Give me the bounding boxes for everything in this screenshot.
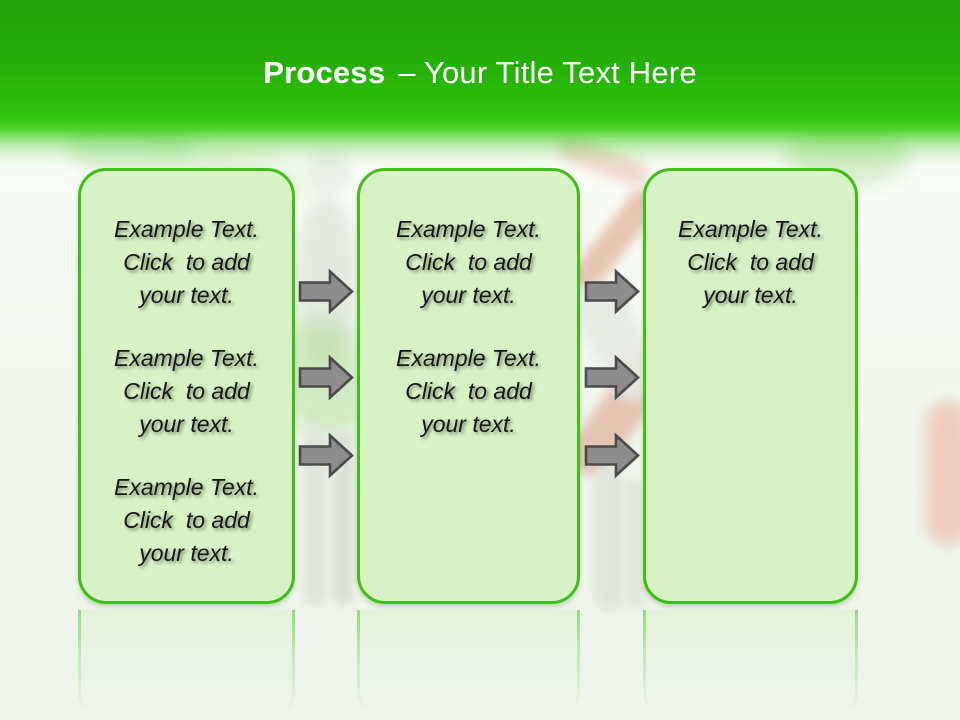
text-line: Example Text. [114, 345, 259, 371]
text-line: your text. [703, 282, 798, 308]
box-reflection [78, 610, 295, 720]
box-reflection [643, 610, 858, 720]
arrow-right-icon[interactable] [584, 268, 640, 315]
arrow-right-icon[interactable] [584, 432, 640, 479]
text-line: Example Text. [396, 216, 541, 242]
process-box-1[interactable]: Example Text. Click to add your text. Ex… [78, 168, 295, 604]
arrow-right-icon[interactable] [298, 432, 354, 479]
text-placeholder[interactable]: Example Text. Click to add your text. [93, 342, 280, 441]
text-line: Example Text. [114, 216, 259, 242]
process-box-2[interactable]: Example Text. Click to add your text. Ex… [357, 168, 580, 604]
text-placeholder[interactable]: Example Text. Click to add your text. [93, 213, 280, 312]
text-placeholder[interactable]: Example Text. Click to add your text. [372, 213, 565, 312]
arrow-right-icon[interactable] [298, 354, 354, 401]
text-line: your text. [139, 282, 234, 308]
arrow-right-icon[interactable] [584, 354, 640, 401]
text-line: your text. [421, 411, 516, 437]
arrow-right-icon[interactable] [298, 268, 354, 315]
text-line: Click to add [123, 378, 250, 404]
text-line: your text. [421, 282, 516, 308]
text-placeholder[interactable]: Example Text. Click to add your text. [93, 471, 280, 570]
text-line: Click to add [687, 249, 814, 275]
text-placeholder[interactable]: Example Text. Click to add your text. [658, 213, 843, 312]
text-line: your text. [139, 411, 234, 437]
text-line: Example Text. [678, 216, 823, 242]
text-line: Example Text. [396, 345, 541, 371]
text-line: your text. [139, 540, 234, 566]
text-line: Click to add [405, 378, 532, 404]
bg-figure-leg [596, 465, 622, 610]
text-line: Click to add [405, 249, 532, 275]
text-line: Click to add [123, 507, 250, 533]
text-line: Example Text. [114, 474, 259, 500]
process-box-3[interactable]: Example Text. Click to add your text. [643, 168, 858, 604]
text-line: Click to add [123, 249, 250, 275]
box-reflection [357, 610, 580, 720]
bg-salmon-patch [926, 400, 960, 545]
slide-title[interactable]: Process – Your Title Text Here [0, 54, 960, 92]
text-placeholder[interactable]: Example Text. Click to add your text. [372, 342, 565, 441]
title-placeholder-text: – Your Title Text Here [398, 55, 697, 90]
title-keyword: Process [263, 55, 386, 90]
